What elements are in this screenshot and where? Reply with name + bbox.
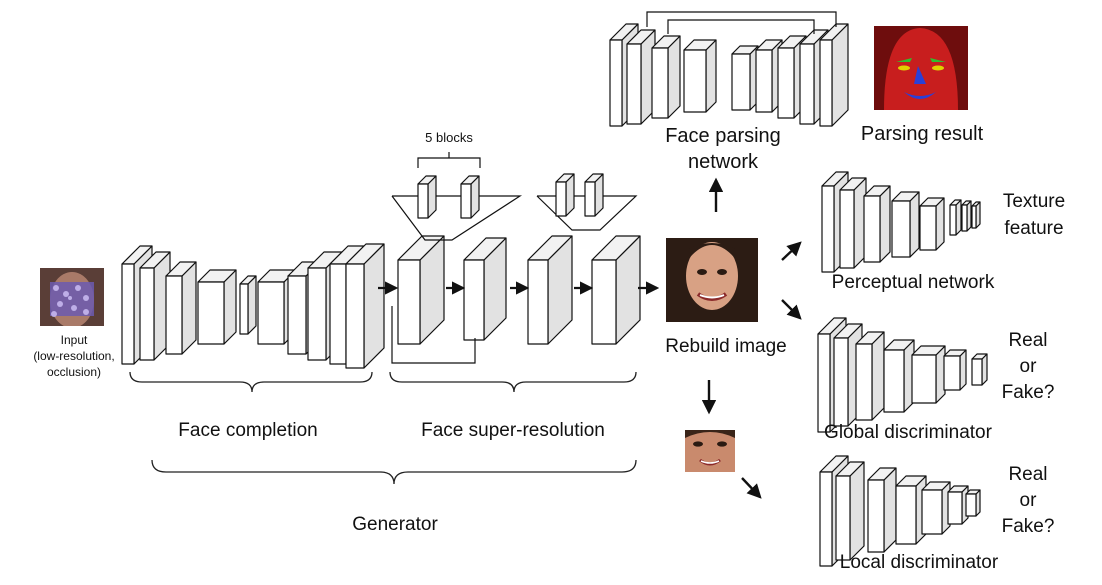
residual-unit xyxy=(417,175,437,219)
perceptual-layer xyxy=(919,197,945,251)
completion-layer xyxy=(197,269,237,345)
local-disc-layer xyxy=(947,485,969,525)
global-disc-layer xyxy=(971,353,988,386)
braces xyxy=(129,371,637,485)
global-disc-layer xyxy=(833,323,863,427)
global-disc-layer xyxy=(855,331,885,421)
local-discriminator-blocks xyxy=(819,455,981,567)
skip-connection xyxy=(391,306,476,364)
five-blocks-label: 5 blocks xyxy=(425,130,473,145)
local-disc-layer xyxy=(895,475,927,545)
five-blocks-brace xyxy=(417,152,481,168)
local-disc-layer xyxy=(835,461,865,561)
perceptual-layer xyxy=(863,185,891,263)
perceptual-layer xyxy=(961,200,972,232)
face-parsing-network-blocks xyxy=(609,23,849,127)
perceptual-layer xyxy=(839,177,867,269)
input-image xyxy=(40,268,104,326)
residual-unit xyxy=(460,175,480,219)
five-blocks-mini xyxy=(417,173,604,219)
super-resolution-blocks xyxy=(397,235,641,345)
global-disc-layer xyxy=(883,339,915,413)
rebuild-image-label: Rebuild image xyxy=(665,336,787,357)
local-disc-layer xyxy=(965,489,981,517)
global-real-or-fake-label: Real or Fake? xyxy=(1001,330,1055,403)
local-real-or-fake-label: Real or Fake? xyxy=(1001,464,1055,537)
sr-layer xyxy=(527,235,573,345)
perceptual-network-blocks xyxy=(821,171,981,273)
parsing-result-image xyxy=(874,26,968,110)
generator-label: Generator xyxy=(352,514,438,535)
parsing-layer xyxy=(683,39,717,113)
perceptual-layer xyxy=(949,199,962,236)
face-super-resolution-label: Face super-resolution xyxy=(421,420,605,441)
face-parsing-network-label: Face parsing network xyxy=(665,125,781,173)
parsing-result-label: Parsing result xyxy=(860,123,984,145)
global-disc-layer xyxy=(911,345,946,404)
rebuild-crop-image xyxy=(685,430,735,472)
completion-layer xyxy=(239,275,257,335)
sr-layer xyxy=(397,235,445,345)
completion-layer xyxy=(345,243,385,369)
global-disc-layer xyxy=(943,349,967,391)
local-disc-layer xyxy=(867,467,897,553)
residual-unit xyxy=(555,173,575,217)
parsing-layer xyxy=(626,29,656,125)
parsing-layer xyxy=(731,45,759,111)
completion-layer xyxy=(165,261,197,355)
sr-layer xyxy=(463,237,507,341)
texture-feature-label: Texture feature xyxy=(1002,191,1066,239)
parsing-skip-connections xyxy=(646,11,837,34)
global-discriminator-blocks xyxy=(817,317,988,433)
face-completion-brace xyxy=(129,371,373,393)
rebuild-image xyxy=(666,238,758,322)
global-discriminator-label: Global discriminator xyxy=(824,422,992,443)
local-discriminator-label: Local discriminator xyxy=(839,552,999,573)
super-resolution-brace xyxy=(389,371,637,393)
perceptual-layer xyxy=(971,201,981,229)
face-completion-label: Face completion xyxy=(178,420,318,441)
sr-layer xyxy=(591,235,641,345)
parsing-layer xyxy=(651,35,681,119)
input-label: Input (low-resolution, occlusion) xyxy=(33,333,115,379)
flow-arrows xyxy=(701,177,802,499)
perceptual-layer xyxy=(891,191,920,258)
local-disc-layer xyxy=(921,481,951,535)
generator-brace xyxy=(151,459,637,485)
residual-unit xyxy=(584,173,604,217)
perceptual-network-label: Perceptual network xyxy=(831,272,995,293)
parsing-layer xyxy=(819,23,849,127)
face-completion-blocks xyxy=(121,243,385,369)
